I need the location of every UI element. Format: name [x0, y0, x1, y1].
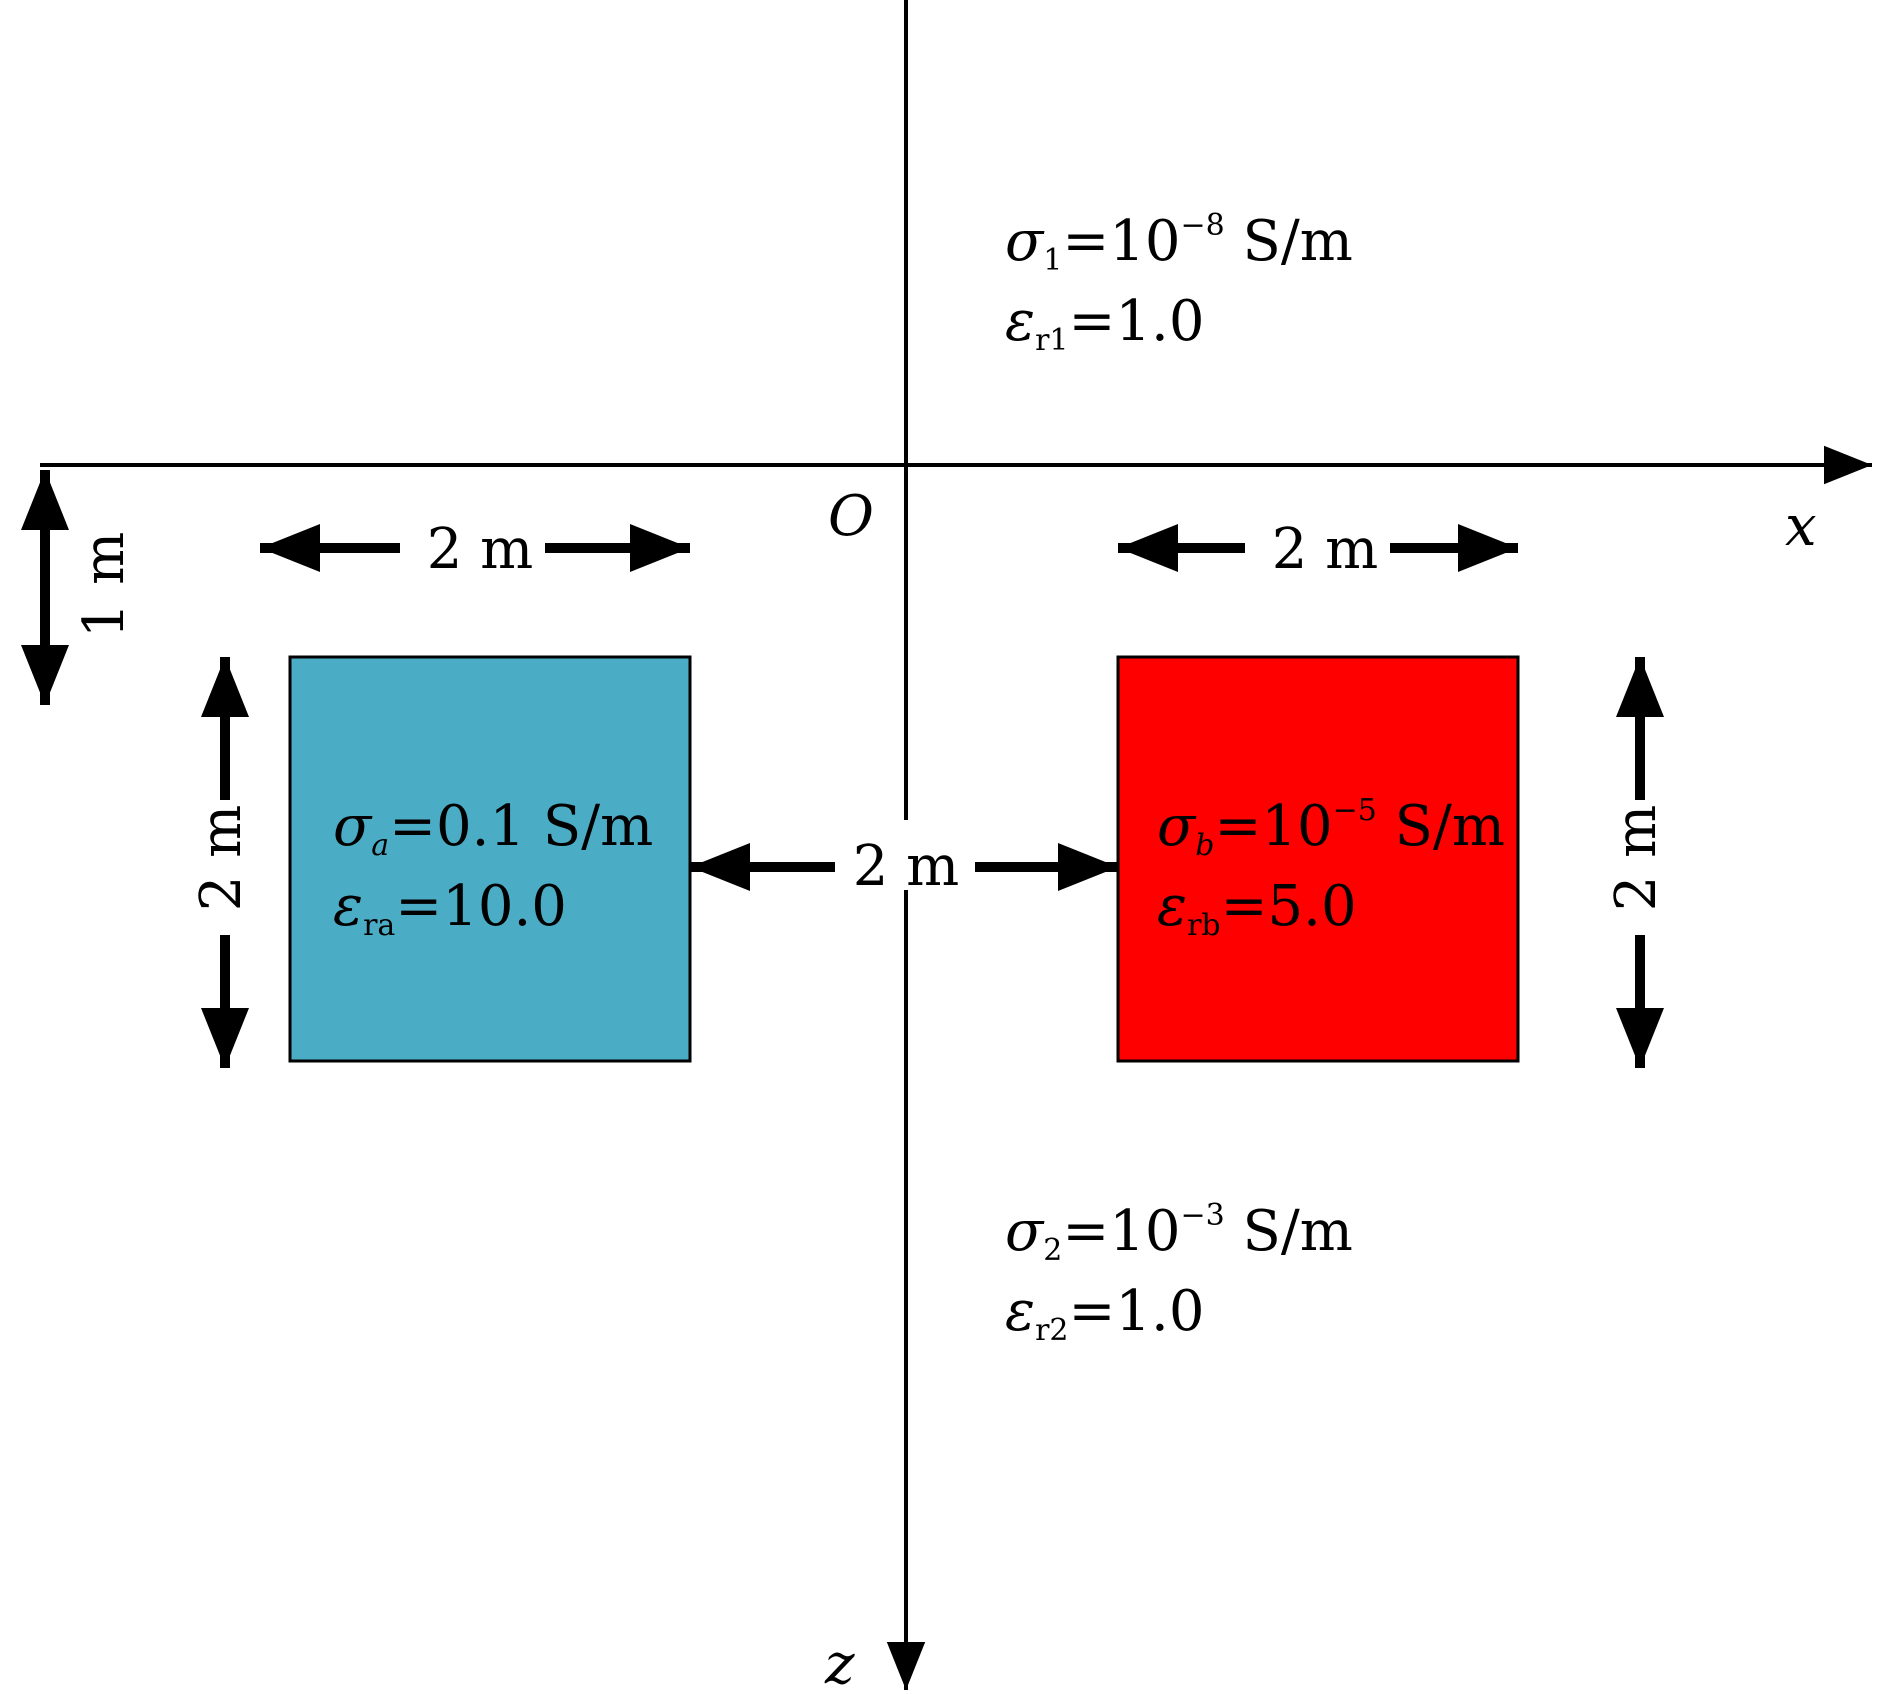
width-a-label: 2 m — [427, 517, 534, 582]
block-a — [288, 655, 692, 1063]
x-axis-label: x — [1785, 494, 1817, 559]
block-b — [1116, 655, 1520, 1063]
lower-layer-conductivity: σ2=10−3 S/m — [1005, 1198, 1353, 1268]
origin-label: O — [828, 484, 874, 549]
width-b-label: 2 m — [1272, 517, 1379, 582]
height-a-label: 2 m — [189, 805, 254, 912]
upper-layer-conductivity: σ1=10−8 S/m — [1005, 208, 1353, 278]
block-a-permittivity: εra=10.0 — [333, 874, 567, 943]
block-b-conductivity: σb=10−5 S/m — [1157, 793, 1505, 863]
gap-label-background — [838, 820, 974, 890]
block-a-conductivity: σa=0.1 S/m — [333, 794, 653, 863]
upper-layer-permittivity: εr1=1.0 — [1005, 289, 1204, 358]
block-b-permittivity: εrb=5.0 — [1157, 874, 1357, 943]
gap-label: 2 m — [853, 834, 960, 899]
z-axis-label: z — [824, 1632, 855, 1695]
height-b-label: 2 m — [1604, 805, 1669, 912]
lower-layer-permittivity: εr2=1.0 — [1005, 1279, 1204, 1348]
offset-dimension-label: 1 m — [72, 532, 137, 639]
